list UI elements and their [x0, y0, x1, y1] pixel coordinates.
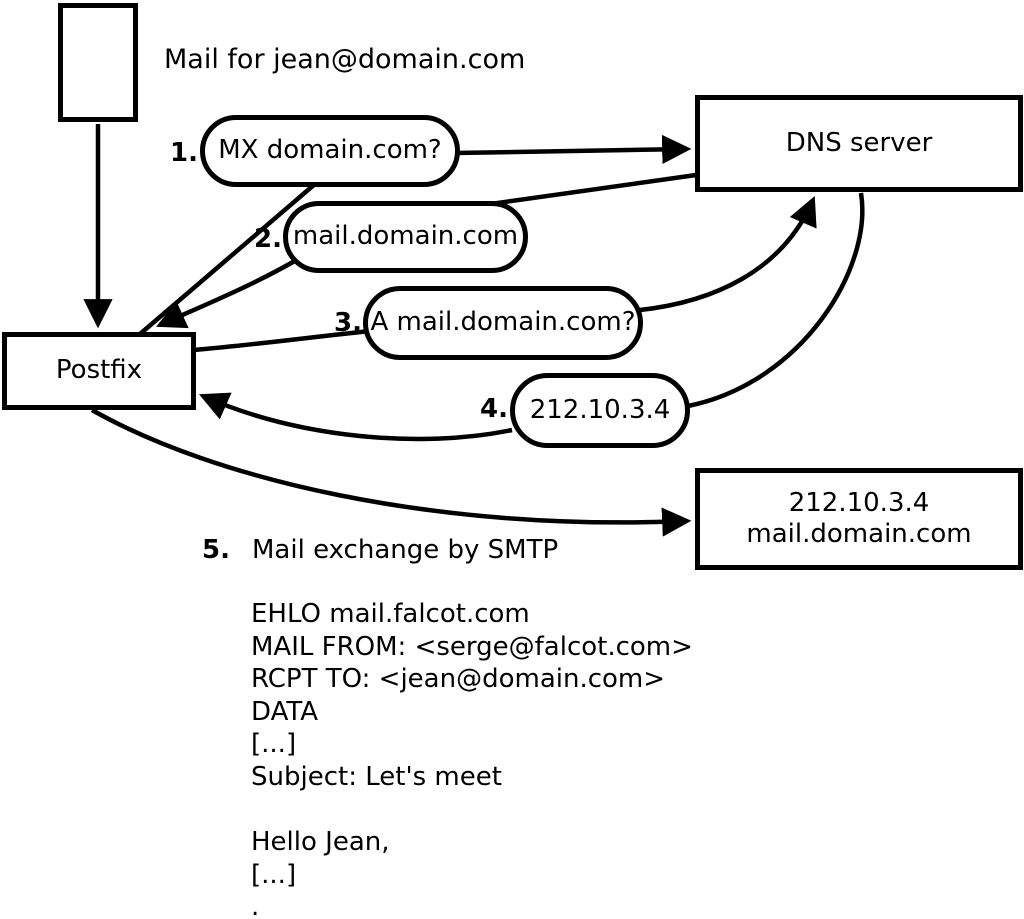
diagram-title: Mail for jean@domain.com — [164, 44, 526, 75]
smtp-line-ellipsis-1: [...] — [251, 729, 297, 760]
step-number-2: 2. — [254, 224, 282, 254]
postfix-box: Postfix — [2, 332, 196, 410]
mx-answer-label: mail.domain.com — [292, 221, 519, 252]
mx-query-pill: MX domain.com? — [200, 115, 460, 187]
smtp-line-data: DATA — [251, 696, 318, 727]
a-answer-pill: 212.10.3.4 — [510, 373, 690, 448]
smtp-line-hello: Hello Jean, — [251, 827, 390, 858]
dns-server-label: DNS server — [785, 127, 933, 158]
smtp-step-label: Mail exchange by SMTP — [252, 535, 559, 565]
mail-server-hostname: mail.domain.com — [746, 519, 972, 549]
mail-server-box: 212.10.3.4 mail.domain.com — [695, 468, 1023, 570]
line-postfix-to-a-query — [193, 328, 371, 353]
step-number-1: 1. — [170, 138, 198, 168]
step-number-5: 5. — [202, 535, 230, 565]
arrow-a-query-to-dns — [639, 195, 817, 313]
mx-answer-pill: mail.domain.com — [283, 201, 528, 273]
smtp-line-mail-from: MAIL FROM: <serge@falcot.com> — [251, 631, 693, 662]
smtp-line-rcpt-to: RCPT TO: <jean@domain.com> — [251, 664, 666, 695]
a-answer-label: 212.10.3.4 — [529, 394, 671, 425]
smtp-line-blank — [251, 794, 693, 827]
line-postfix-to-mx-query — [138, 182, 317, 336]
arrow-postfix-to-mail-server — [90, 408, 692, 537]
smtp-session-transcript: EHLO mail.falcot.com MAIL FROM: <serge@f… — [251, 598, 693, 919]
a-query-label: A mail.domain.com? — [370, 307, 636, 338]
step-number-3: 3. — [334, 308, 362, 338]
smtp-line-subject: Subject: Let's meet — [251, 761, 502, 792]
arrow-mx-answer-to-postfix — [156, 256, 302, 329]
arrow-mx-query-to-dns — [454, 134, 692, 165]
arrow-a-answer-to-postfix — [198, 392, 513, 442]
postfix-label: Postfix — [55, 355, 143, 386]
smtp-line-ehlo: EHLO mail.falcot.com — [251, 599, 530, 629]
a-query-pill: A mail.domain.com? — [363, 286, 643, 360]
envelope-icon — [58, 3, 138, 122]
smtp-line-end-dot: . — [251, 892, 260, 919]
line-dns-to-a-answer — [687, 192, 865, 409]
mail-server-ip: 212.10.3.4 — [788, 487, 930, 518]
smtp-line-ellipsis-2: [...] — [251, 859, 297, 890]
dns-server-box: DNS server — [695, 95, 1023, 192]
mx-query-label: MX domain.com? — [218, 135, 442, 166]
step-number-4: 4. — [480, 394, 508, 424]
